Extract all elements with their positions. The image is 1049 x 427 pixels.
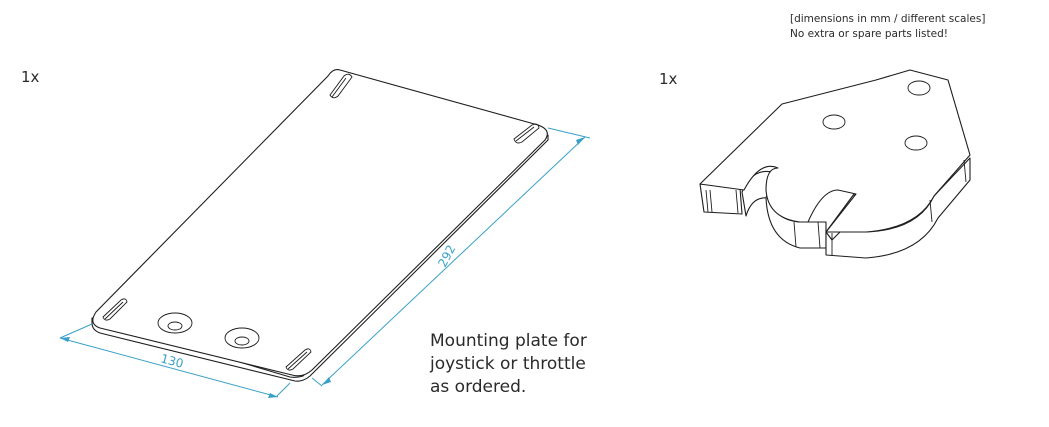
dimension-note-line-2: No extra or spare parts listed! bbox=[790, 28, 948, 40]
plate-slot-left bbox=[102, 298, 128, 321]
dimension-note-line-1: [dimensions in mm / different scales] bbox=[790, 13, 986, 25]
mounting-plate-quantity: 1x bbox=[21, 68, 40, 86]
plate-side-face bbox=[91, 134, 549, 382]
bracket bbox=[699, 69, 971, 259]
plate-caption-line-2: joystick or throttle bbox=[430, 354, 586, 374]
plate-hole-2 bbox=[224, 327, 260, 349]
bracket-hole-2 bbox=[822, 114, 846, 130]
plate-top-face bbox=[92, 69, 548, 377]
plate-slot-top bbox=[329, 73, 353, 99]
dimension-width-label: 130 bbox=[159, 351, 185, 370]
plate-caption-line-1: Mounting plate for bbox=[430, 331, 587, 351]
bracket-hole-1 bbox=[907, 80, 931, 96]
plate-caption: Mounting plate for joystick or throttle … bbox=[430, 330, 587, 399]
dimension-width: 130 bbox=[59, 323, 291, 398]
bracket-top-face bbox=[699, 69, 971, 233]
bracket-hole-3 bbox=[904, 135, 928, 151]
plate-caption-line-3: as ordered. bbox=[430, 377, 527, 397]
plate-hole-1 bbox=[157, 312, 193, 334]
dimension-note: [dimensions in mm / different scales] No… bbox=[790, 12, 985, 42]
mounting-plate: 130 292 bbox=[59, 69, 591, 398]
bracket-quantity: 1x bbox=[659, 70, 678, 88]
plate-slot-right bbox=[513, 123, 540, 144]
plate-slot-bottom bbox=[285, 348, 312, 371]
